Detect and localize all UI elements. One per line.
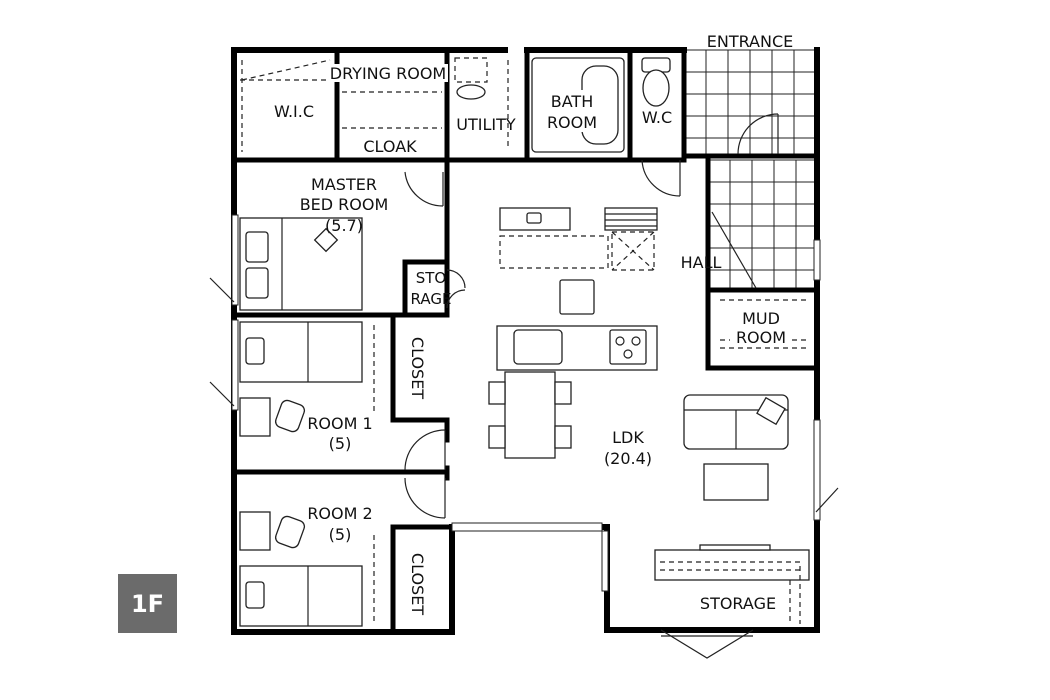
label-drying-room: DRYING ROOM xyxy=(330,64,446,83)
label-closet-1: CLOSET xyxy=(408,337,427,399)
dining-table xyxy=(488,371,572,459)
label-room2: ROOM 2 xyxy=(307,504,372,523)
label-bath-2: ROOM xyxy=(547,113,597,132)
label-cloak: CLOAK xyxy=(363,137,417,156)
storage-shelf xyxy=(654,544,810,624)
label-utility: UTILITY xyxy=(456,115,516,134)
label-entrance: ENTRANCE xyxy=(707,32,794,51)
interior-walls xyxy=(231,47,820,635)
label-room2-size: (5) xyxy=(329,525,352,544)
label-storage-small-2: RAGE xyxy=(411,290,452,308)
door-swings xyxy=(404,113,779,659)
utility-fixtures xyxy=(454,57,488,100)
sofa xyxy=(683,394,789,501)
label-master-size: (5.7) xyxy=(325,216,363,235)
label-room1: ROOM 1 xyxy=(307,414,372,433)
room-labels: ENTRANCE DRYING ROOM W.I.C UTILITY BATH … xyxy=(274,32,793,615)
label-master-1: MASTER xyxy=(311,175,377,194)
hall-tiles xyxy=(707,159,817,290)
label-room1-size: (5) xyxy=(329,434,352,453)
label-wic: W.I.C xyxy=(274,102,314,121)
floor-badge: 1F xyxy=(118,574,177,633)
label-bath-1: BATH xyxy=(551,92,593,111)
kitchen xyxy=(496,207,658,371)
label-closet-2: CLOSET xyxy=(408,553,427,615)
label-storage-small-1: STO xyxy=(416,269,447,287)
label-wc: W.C xyxy=(642,108,672,127)
label-hall: HALL xyxy=(681,253,722,272)
label-master-2: BED ROOM xyxy=(300,195,389,214)
label-ldk-size: (20.4) xyxy=(604,449,652,468)
entrance-tiles xyxy=(683,49,818,157)
windows xyxy=(209,214,839,592)
room1-furniture xyxy=(239,321,363,437)
label-mud-1: MUD xyxy=(742,309,780,328)
label-ldk: LDK xyxy=(612,428,644,447)
room2-furniture xyxy=(239,511,363,627)
master-bed xyxy=(239,217,363,311)
label-mud-2: ROOM xyxy=(736,328,786,347)
label-storage: STORAGE xyxy=(700,594,776,613)
toilet xyxy=(641,57,671,107)
